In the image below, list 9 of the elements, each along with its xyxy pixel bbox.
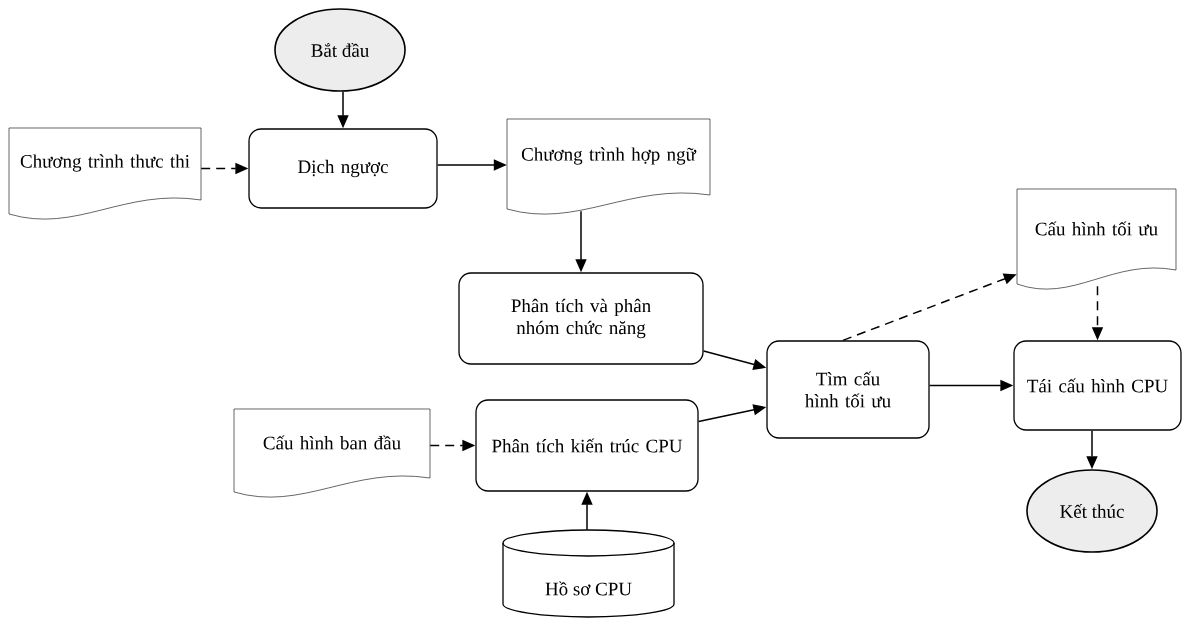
process-box: Phân tích và phân nhóm chức năng	[458, 272, 704, 365]
process-box: Dịch ngược	[248, 128, 438, 209]
process-box: Phân tích kiến trúc CPU	[475, 399, 699, 492]
process-box: Tái cấu hình CPU	[1013, 340, 1182, 431]
terminal-oval: Bắt đầu	[274, 8, 406, 92]
database-cylinder: Hồ sơ CPU	[502, 529, 675, 618]
process-box: Tìm cấu hình tối ưu	[766, 340, 930, 439]
node-label: Hồ sơ CPU	[545, 581, 632, 596]
terminal-oval: Kết thúc	[1026, 469, 1158, 553]
